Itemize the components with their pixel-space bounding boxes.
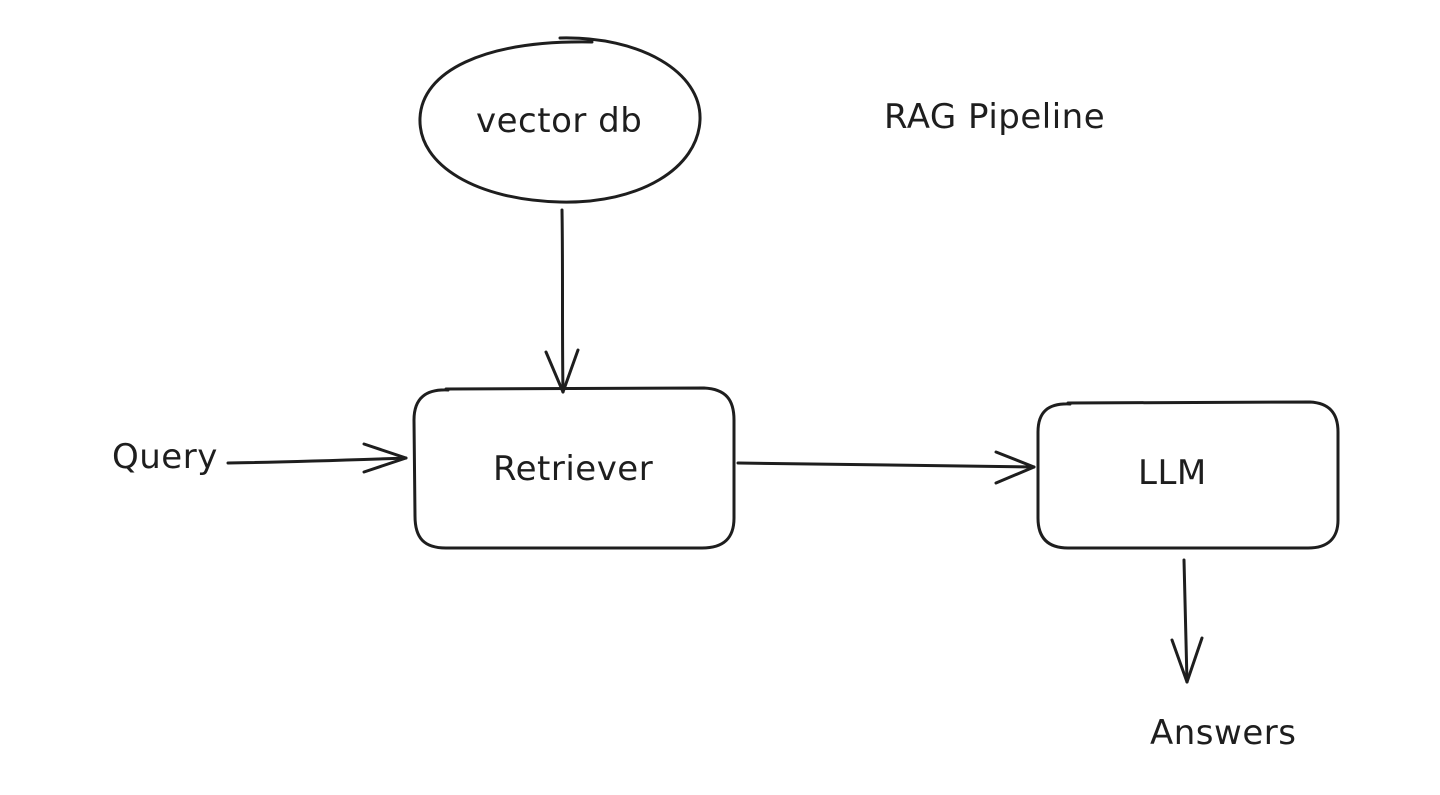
arrow-retriever-to-llm [736, 450, 1036, 485]
arrow-head [362, 442, 408, 474]
llm-node[interactable]: LLM [1036, 400, 1340, 550]
retriever-node[interactable]: Retriever [412, 386, 736, 550]
diagram-title: RAG Pipeline [884, 97, 1105, 137]
retriever-shape [412, 386, 736, 550]
vector-db-node[interactable]: vector db [418, 36, 702, 204]
arrow-shaft [560, 208, 565, 394]
vector-db-label: vector db [476, 101, 642, 141]
llm-label: LLM [1138, 453, 1207, 493]
query-label: Query [112, 437, 218, 477]
arrow-llm-to-answers [1170, 558, 1204, 684]
llm-shape [1036, 400, 1340, 550]
vector-db-shape [418, 36, 702, 204]
arrow-shaft [226, 456, 408, 465]
answers-label: Answers [1150, 713, 1296, 753]
arrow-head [544, 348, 580, 394]
arrow-shaft [1182, 558, 1189, 684]
arrow-query-to-retriever [226, 442, 408, 474]
arrow-head [994, 450, 1036, 485]
retriever-label: Retriever [493, 449, 653, 489]
arrow-shaft [736, 461, 1036, 469]
arrow-vectordb-to-retriever [544, 208, 580, 394]
arrow-head [1170, 636, 1204, 684]
